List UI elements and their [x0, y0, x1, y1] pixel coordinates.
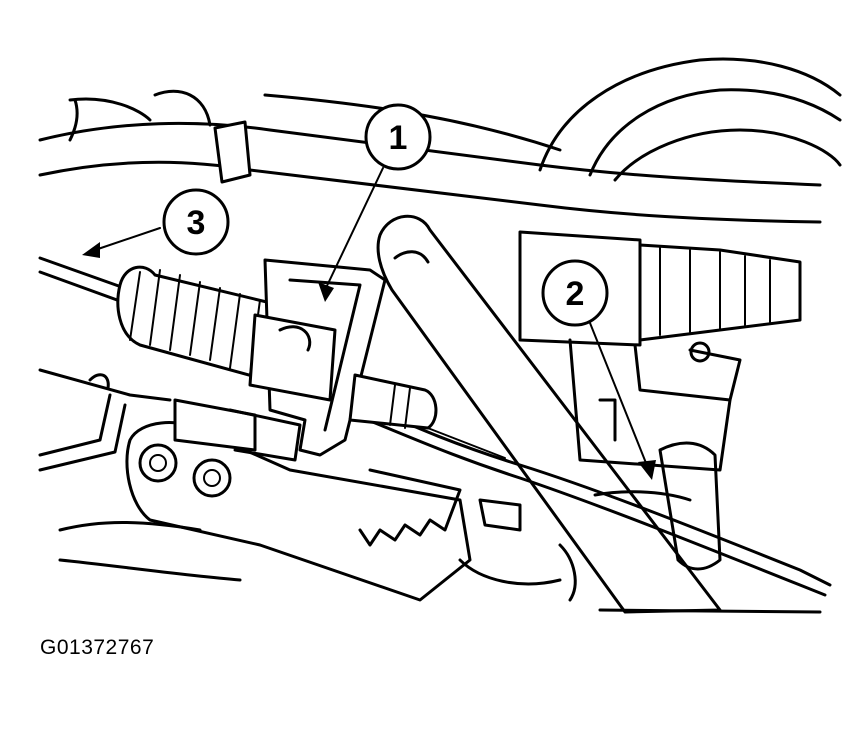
callout-1-circle — [364, 103, 432, 171]
lower-left-rod — [38, 368, 242, 582]
lower-right-bracket — [593, 441, 822, 614]
shifter-housing — [125, 398, 577, 602]
figure-id-code: G01372767 — [40, 636, 155, 659]
callout-leaders — [82, 167, 656, 480]
callout-1: 1 — [364, 103, 432, 171]
callout-1-label: 1 — [389, 119, 408, 157]
callout-2-label: 2 — [566, 275, 585, 313]
callout-1-arrowhead — [318, 282, 334, 302]
upper-hose-assembly — [38, 89, 822, 224]
callout-2-circle — [541, 259, 609, 327]
callout-3-label: 3 — [187, 204, 206, 242]
brake-booster-outline — [538, 57, 842, 182]
callout-3-arrowhead — [82, 242, 100, 258]
callout-3: 3 — [162, 188, 230, 256]
callout-2: 2 — [541, 259, 609, 327]
callout-2-arrowhead — [638, 460, 656, 480]
callout-3-circle — [162, 188, 230, 256]
cable-bracket — [248, 258, 438, 457]
